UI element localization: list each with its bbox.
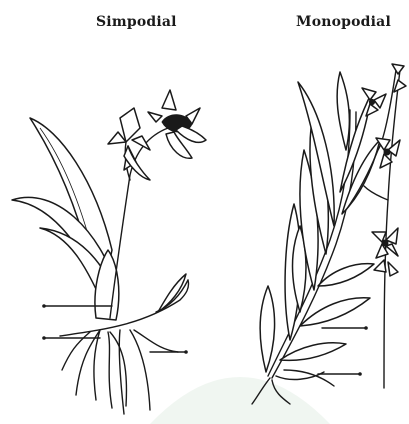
monopodial-leaf-8: [337, 72, 349, 150]
monopodial-leaf-1: [260, 286, 274, 372]
monopodial-leaf-11: [300, 298, 370, 326]
sympodial-plant-drawing: [12, 90, 206, 414]
watermark-shape: [150, 377, 330, 424]
monopodial-flower-1: [372, 228, 398, 258]
sympodial-rhizome: [60, 280, 189, 336]
sympodial-flower-2: [148, 90, 206, 158]
monopodial-flower-2: [376, 138, 400, 168]
monopodial-plant-drawing: [252, 64, 406, 404]
sympodial-flower-1: [108, 108, 150, 180]
